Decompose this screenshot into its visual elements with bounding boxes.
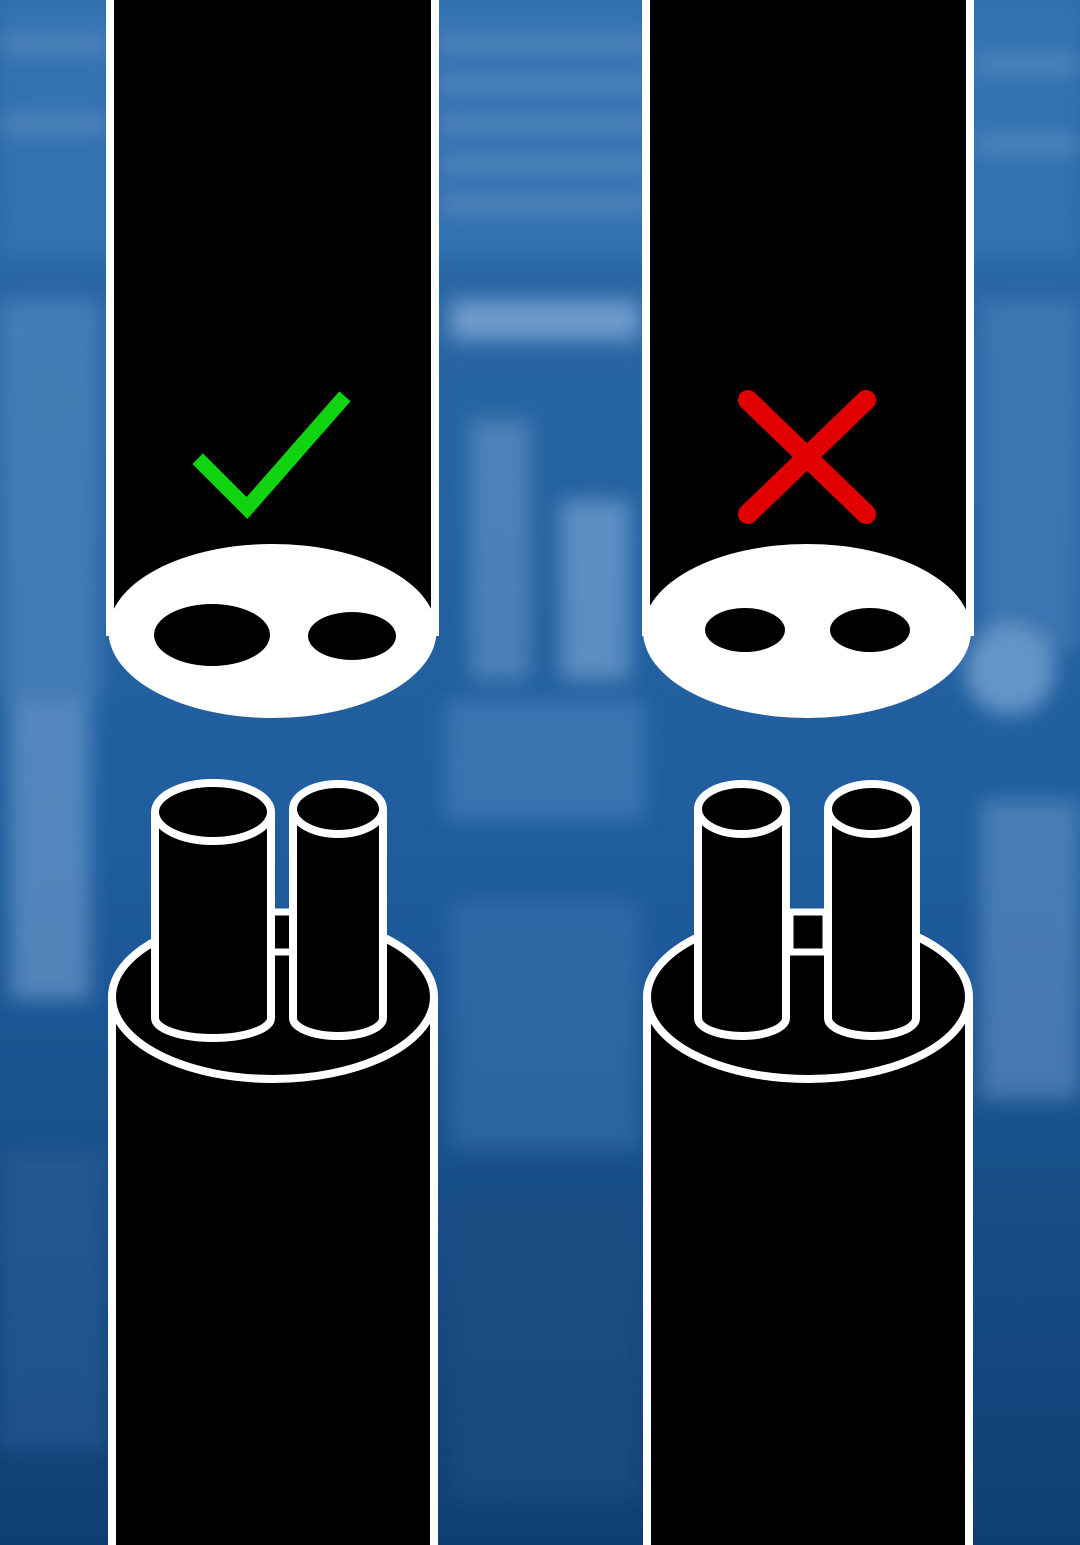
cross-icon: [738, 390, 876, 524]
checkmark-icon: [192, 391, 351, 519]
cable-cross-section-correct: [108, 544, 437, 718]
lower-cable-body-correct: [108, 997, 438, 1545]
conductor-large: [151, 779, 275, 1042]
conductor-left: [694, 780, 790, 1040]
panel-incorrect: [642, 0, 974, 1545]
conductor-hole-large: [154, 604, 270, 666]
conductor-hole-right: [830, 608, 910, 652]
conductor-right: [824, 780, 920, 1040]
cable-cross-section-incorrect: [643, 544, 971, 718]
upper-cable-body-correct: [106, 0, 439, 636]
panel-correct: [106, 0, 439, 1545]
conductor-small: [289, 780, 387, 1040]
upper-cable-body-incorrect: [642, 0, 974, 636]
conductor-hole-small: [308, 612, 396, 660]
conductor-hole-left: [705, 608, 785, 652]
lower-cable-body-incorrect: [643, 997, 973, 1545]
